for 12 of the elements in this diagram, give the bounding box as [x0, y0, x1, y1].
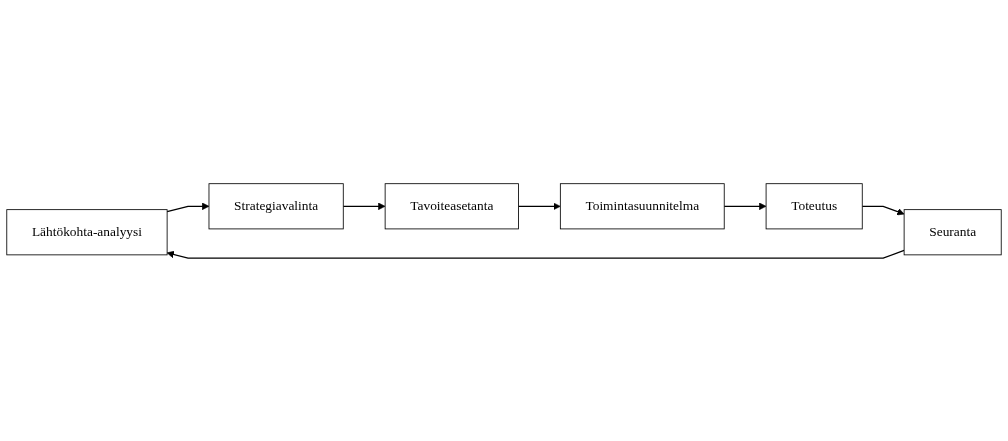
node-box: Tavoiteasetanta — [384, 182, 519, 229]
node-box: Toimintasuunnitelma — [559, 182, 725, 229]
arrow — [342, 202, 386, 210]
arrow — [166, 249, 905, 259]
arrow — [517, 202, 561, 210]
node-box: Toteutus — [765, 182, 863, 229]
arrow — [166, 202, 210, 212]
node-box: Seuranta — [903, 208, 1002, 255]
node-box: Lähtökohta-analyysi — [6, 208, 168, 255]
arrow — [861, 205, 905, 215]
arrow — [723, 202, 767, 210]
node-box: Strategiavalinta — [208, 182, 344, 229]
